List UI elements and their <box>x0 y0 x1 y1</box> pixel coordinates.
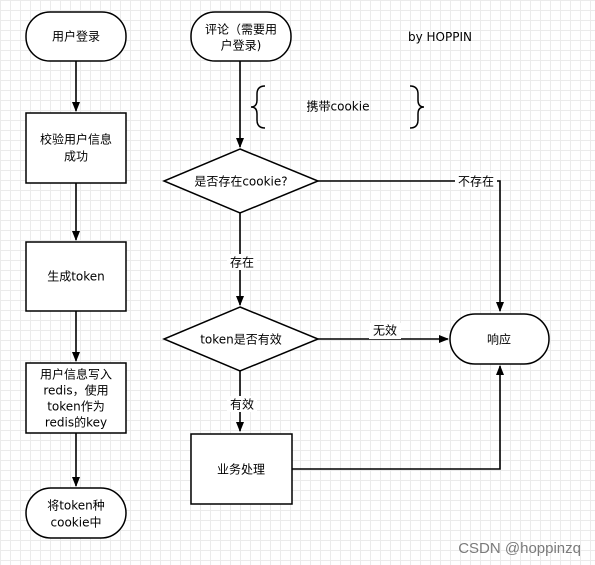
watermark: CSDN @hoppinzq <box>458 540 581 557</box>
label-not-exist: 不存在 <box>455 173 497 189</box>
label-invalid: 无效 <box>369 323 401 339</box>
node-write-redis: 用户信息写入 redis，使用 token作为 redis的key <box>25 362 127 434</box>
svg-text:无效: 无效 <box>373 323 397 338</box>
svg-text:用户信息写入: 用户信息写入 <box>40 367 112 382</box>
svg-text:是否存在cookie?: 是否存在cookie? <box>194 175 287 189</box>
svg-text:业务处理: 业务处理 <box>217 462 265 477</box>
svg-text:redis，使用: redis，使用 <box>43 383 108 398</box>
svg-text:响应: 响应 <box>487 332 511 347</box>
node-business: 业务处理 <box>190 433 293 505</box>
node-response: 响应 <box>449 313 550 365</box>
edge-cookiecheck-response <box>318 180 504 312</box>
svg-text:成功: 成功 <box>64 150 88 164</box>
node-token-check: token是否有效 <box>162 306 320 372</box>
svg-text:校验用户信息: 校验用户信息 <box>40 132 112 147</box>
label-exist: 存在 <box>227 254 257 270</box>
svg-text:携带cookie: 携带cookie <box>307 99 370 114</box>
svg-text:用户登录: 用户登录 <box>52 29 100 44</box>
svg-text:生成token: 生成token <box>47 270 105 284</box>
svg-text:存在: 存在 <box>230 256 254 270</box>
svg-text:不存在: 不存在 <box>458 175 494 189</box>
svg-text:token是否有效: token是否有效 <box>200 332 282 347</box>
node-verify: 校验用户信息 成功 <box>25 112 127 184</box>
node-cookie-check: 是否存在cookie? <box>162 148 320 214</box>
svg-text:评论（需要用: 评论（需要用 <box>205 23 277 37</box>
node-generate-token: 生成token <box>25 241 127 312</box>
svg-text:有效: 有效 <box>230 397 254 412</box>
author-credit: by HOPPIN <box>408 30 472 44</box>
node-comment: 评论（需要用 户登录) <box>190 11 292 62</box>
svg-text:token作为: token作为 <box>47 400 105 414</box>
svg-text:cookie中: cookie中 <box>51 515 102 530</box>
label-valid: 有效 <box>227 396 257 412</box>
note-carry-cookie: 携带cookie <box>250 85 425 129</box>
node-plant-cookie: 将token种 cookie中 <box>25 487 127 539</box>
svg-text:redis的key: redis的key <box>45 415 107 430</box>
node-login: 用户登录 <box>25 11 127 62</box>
edge-business-response <box>292 365 504 470</box>
svg-text:将token种: 将token种 <box>47 499 105 513</box>
svg-text:户登录): 户登录) <box>221 38 262 53</box>
